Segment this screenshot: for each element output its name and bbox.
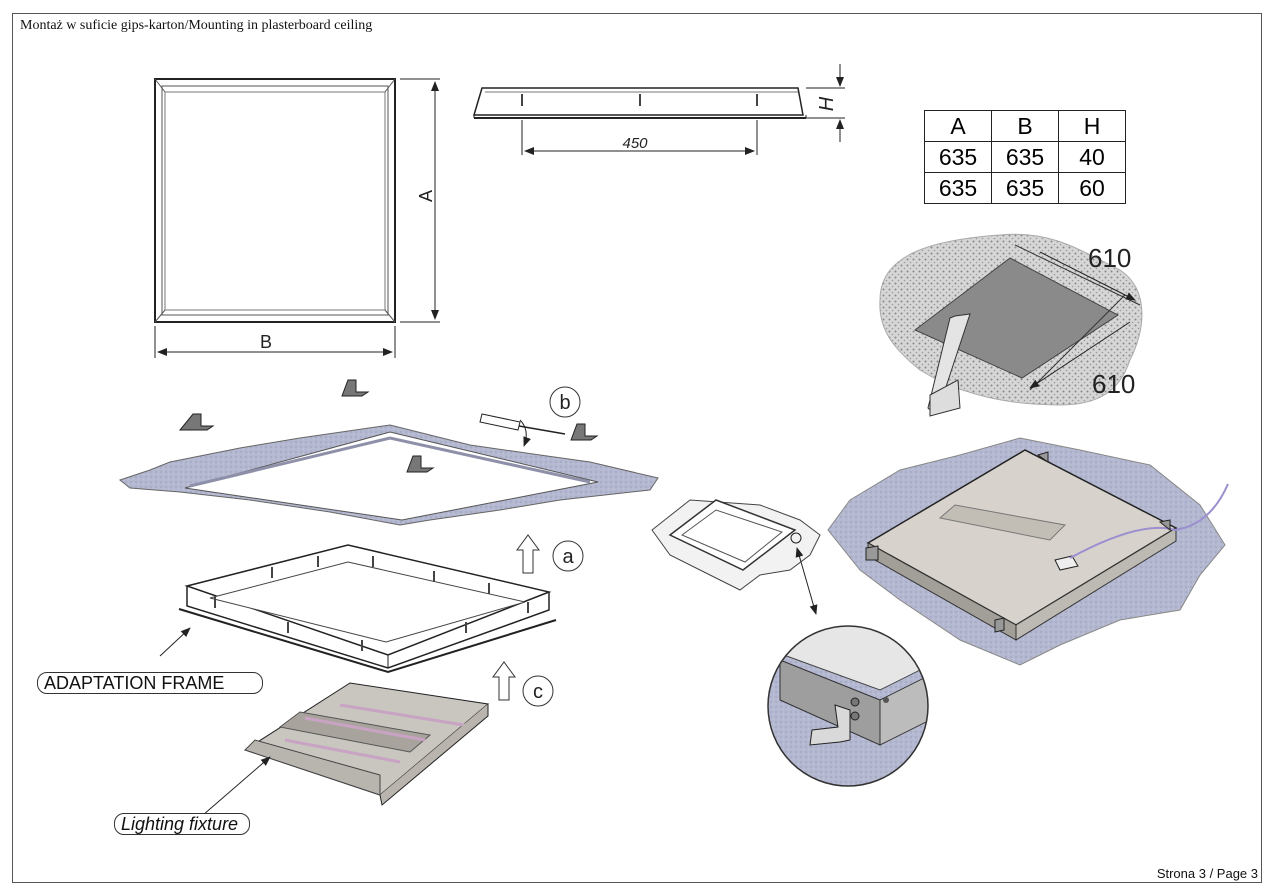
frame-in-ceiling-small	[651, 499, 821, 615]
table-header-row: A B H	[924, 110, 1126, 142]
page-number: Strona 3 / Page 3	[1156, 866, 1258, 881]
panel-side-view	[472, 87, 807, 119]
table-cell: 635	[924, 141, 992, 173]
step-a-arrow	[516, 534, 540, 574]
table-cell: 635	[924, 172, 992, 204]
lighting-fixture-callout: Lighting fixture	[114, 813, 250, 835]
cutout-dimension-top: 610	[1088, 243, 1131, 273]
table-row: 635 635 60	[924, 172, 1126, 204]
adaptation-frame	[159, 544, 557, 674]
dimension-450-label: 450	[622, 135, 648, 152]
ceiling-board	[118, 424, 659, 526]
step-a-label: a	[562, 546, 574, 568]
table-header-cell: A	[924, 110, 992, 142]
bracket-detail-zoom	[767, 625, 929, 787]
lighting-fixture	[202, 682, 490, 816]
ceiling-cutout: 610 610	[879, 233, 1143, 417]
table-cell: 40	[1058, 141, 1126, 173]
page-border	[12, 13, 1262, 883]
step-c-badge: c	[522, 675, 554, 707]
mounting-brackets	[178, 379, 599, 473]
screwdriver-icon	[479, 413, 566, 447]
table-row: 635 635 40	[924, 141, 1126, 173]
adaptation-frame-callout: ADAPTATION FRAME	[37, 672, 263, 694]
step-a-badge: a	[552, 540, 584, 572]
dimension-H-label: H	[816, 96, 838, 111]
table-cell: 635	[991, 141, 1059, 173]
step-b-badge: b	[549, 386, 581, 418]
installed-fixture	[827, 437, 1229, 666]
table-cell: 60	[1058, 172, 1126, 204]
dimension-H: H	[806, 64, 845, 142]
dimension-B-label: B	[260, 332, 272, 352]
cutout-dimension-bottom: 610	[1092, 369, 1135, 399]
page-title: Montaż w suficie gips-karton/Mounting in…	[20, 18, 373, 33]
table-header-cell: H	[1058, 110, 1126, 142]
panel-front-view	[154, 78, 396, 323]
step-c-label: c	[533, 681, 543, 703]
dimension-450: 450	[521, 120, 758, 155]
step-b-label: b	[559, 392, 570, 414]
dimension-A-label: A	[416, 190, 436, 202]
dimension-A: A	[400, 78, 440, 323]
dimension-table: A B H 635 635 40 635 635 60	[924, 110, 1126, 204]
step-c-arrow	[492, 661, 516, 701]
dimension-B: B	[154, 326, 396, 358]
table-header-cell: B	[991, 110, 1059, 142]
table-cell: 635	[991, 172, 1059, 204]
